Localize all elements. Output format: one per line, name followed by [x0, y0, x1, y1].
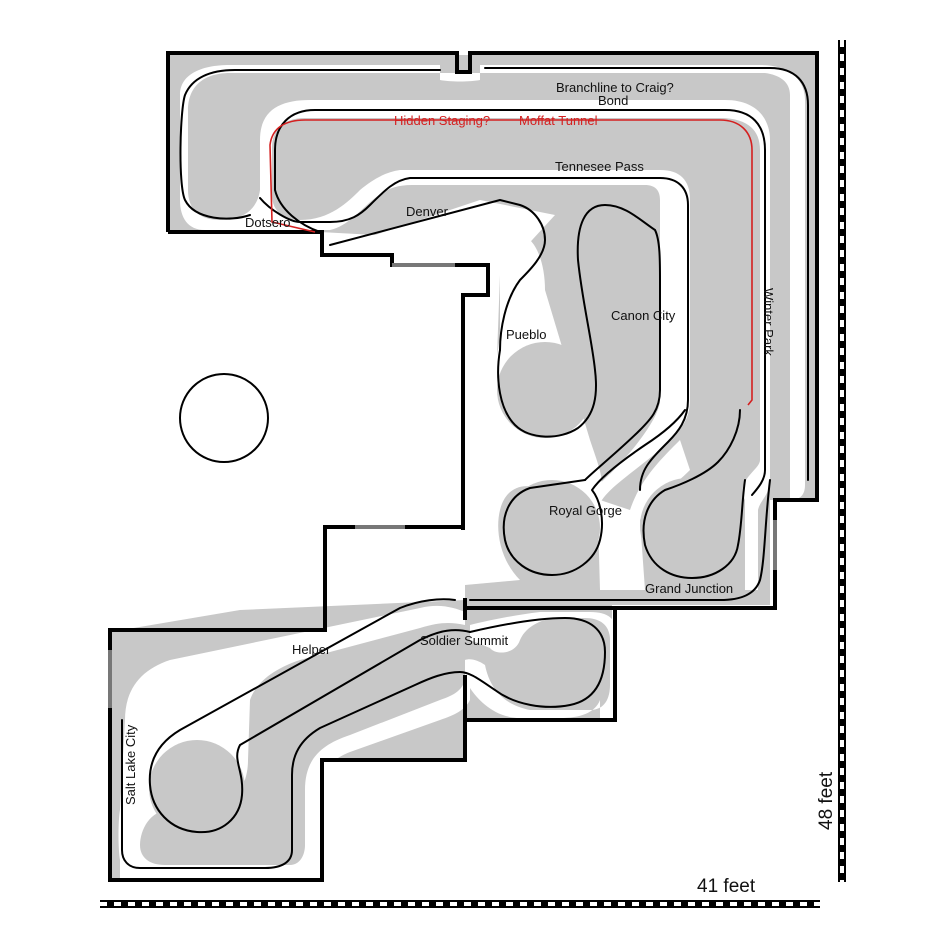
label-canon-city: Canon City [611, 308, 676, 323]
label-bond: Bond [598, 93, 628, 108]
track-left-loop [179, 69, 441, 220]
track-pueblo-loop [497, 204, 661, 481]
label-salt-lake-city: Salt Lake City [123, 724, 138, 805]
wall-center-ledge [108, 525, 617, 882]
track-royal-gorge-loop [502, 409, 686, 576]
label-winter-park: Winter Park [761, 288, 776, 356]
track-top-outer [274, 109, 766, 496]
column [179, 373, 269, 463]
label-soldier-summit: Soldier Summit [420, 633, 509, 648]
label-moffat-tunnel: Moffat Tunnel [519, 113, 598, 128]
aisle-lower [118, 605, 618, 878]
label-height-dimension: 48 feet [816, 771, 837, 830]
loop-benchwork [149, 342, 736, 836]
label-royal-gorge: Royal Gorge [549, 503, 622, 518]
label-branchline: Branchline to Craig? [556, 80, 674, 95]
track-hidden-staging [269, 119, 753, 406]
track-grand-junction-main [469, 479, 771, 601]
wall-top-outline [166, 51, 819, 610]
benchwork-top [170, 55, 815, 605]
aisle-top-loop [180, 65, 805, 590]
label-dotsero: Dotsero [245, 215, 291, 230]
label-helper: Helper [292, 642, 331, 657]
labels: Branchline to Craig? Bond Hidden Staging… [123, 80, 776, 805]
label-pueblo: Pueblo [506, 327, 546, 342]
track-denver [329, 199, 546, 351]
scale-bars: 41 feet 48 feet [100, 40, 846, 908]
label-width-dimension: 41 feet [697, 876, 756, 897]
label-grand-junction: Grand Junction [645, 581, 733, 596]
track-top-right [484, 67, 809, 481]
tracks [121, 67, 809, 869]
track-soldier-summit [121, 617, 606, 869]
scale-bar-horizontal-base [100, 900, 820, 908]
benchwork-grand-junction-loop [640, 478, 736, 574]
track-dotsero [259, 177, 689, 491]
label-tennessee-pass: Tennesee Pass [555, 159, 644, 174]
doors [108, 263, 777, 708]
track-helper-upper [148, 598, 471, 834]
benchwork-royal-gorge-loop [504, 480, 600, 576]
benchwork-pueblo-loop [497, 342, 593, 438]
benchwork-slc-loop [149, 740, 245, 836]
track-grand-junction-loop [642, 409, 746, 579]
label-denver: Denver [406, 204, 449, 219]
label-hidden-staging: Hidden Staging? [394, 113, 490, 128]
hidden-tracks [269, 119, 753, 406]
